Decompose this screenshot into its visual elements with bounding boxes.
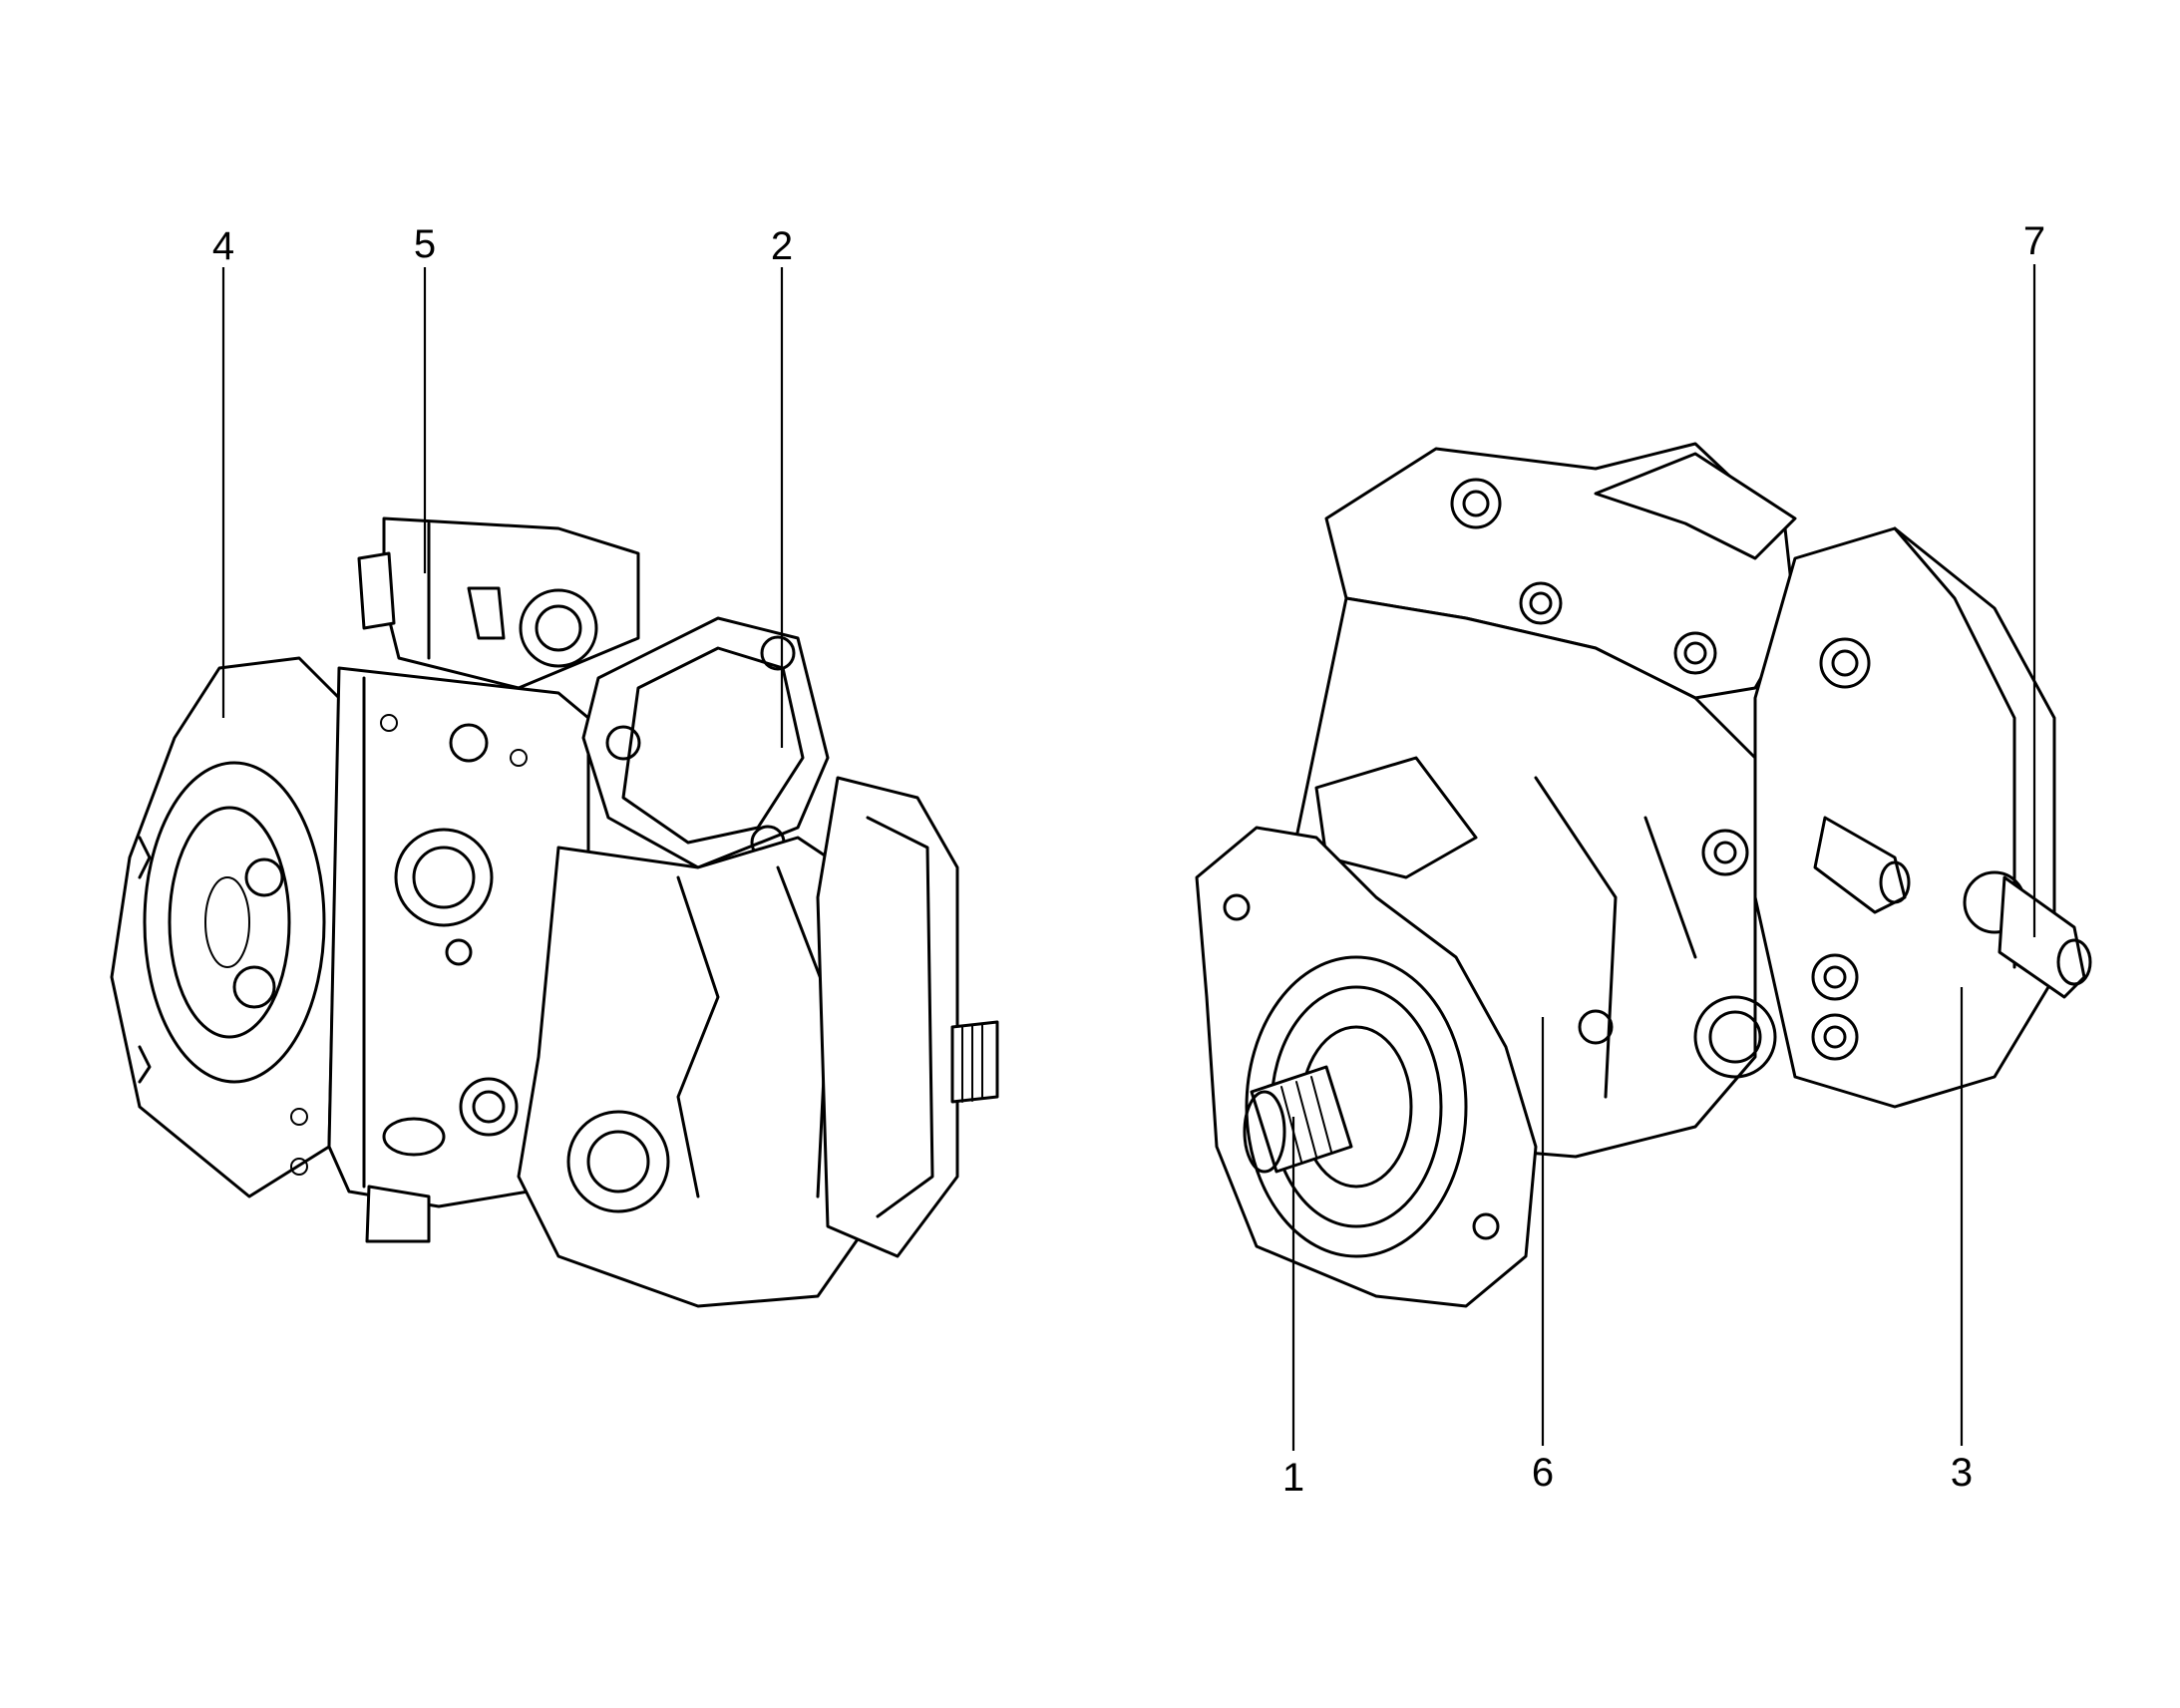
callout-6: 6 <box>1532 1017 1554 1495</box>
right-pump-illustration <box>1195 442 2092 1308</box>
callout-label-4: 4 <box>212 224 234 268</box>
callout-label-3: 3 <box>1951 1451 1973 1495</box>
callout-7: 7 <box>2023 219 2045 937</box>
callout-label-5: 5 <box>414 222 436 266</box>
callout-5: 5 <box>414 222 436 573</box>
left-pump-illustration <box>110 516 999 1308</box>
callout-3: 3 <box>1951 987 1973 1495</box>
callout-label-2: 2 <box>771 224 793 268</box>
callout-label-7: 7 <box>2023 219 2045 263</box>
callout-label-1: 1 <box>1282 1456 1304 1500</box>
callout-1: 1 <box>1282 1117 1304 1500</box>
callout-4: 4 <box>212 224 234 718</box>
callout-2: 2 <box>771 224 793 748</box>
callout-label-6: 6 <box>1532 1451 1554 1495</box>
